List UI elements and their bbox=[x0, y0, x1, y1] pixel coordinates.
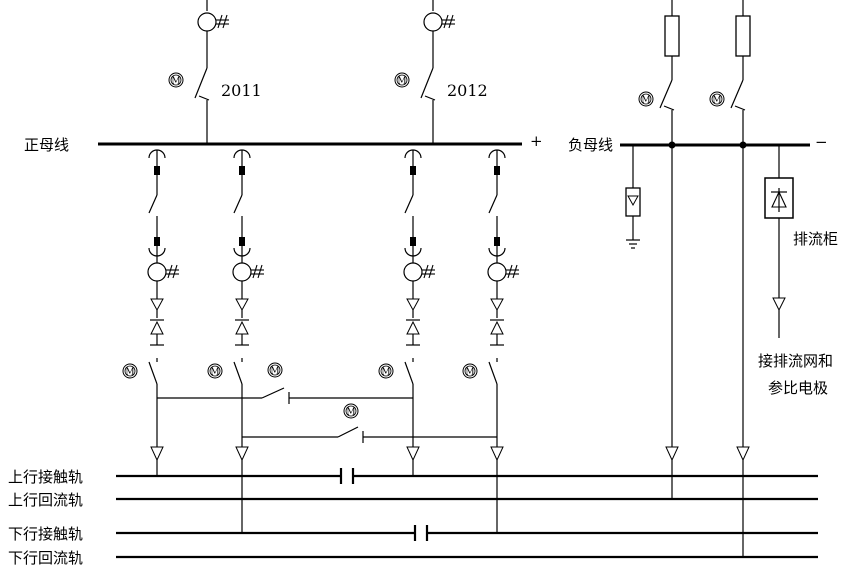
breaker-2011-label: 2011 bbox=[221, 81, 262, 100]
breaker-2012-label: 2012 bbox=[447, 81, 488, 100]
motor-icon bbox=[394, 72, 410, 88]
current-transformer-icon bbox=[232, 262, 265, 282]
motor-icon bbox=[378, 363, 394, 379]
incoming-2011: 2011 bbox=[168, 0, 262, 143]
motor-icon bbox=[462, 363, 478, 379]
motor-icon bbox=[168, 72, 184, 88]
up-contact-rail-label: 上行接触轨 bbox=[8, 468, 83, 486]
motor-icon bbox=[122, 363, 138, 379]
plus-sign: + bbox=[530, 132, 543, 150]
current-transformer-icon bbox=[147, 262, 180, 282]
surge-arrester bbox=[625, 145, 641, 249]
negative-incoming-1 bbox=[638, 0, 680, 144]
feeder-4 bbox=[462, 149, 520, 533]
feeder-1 bbox=[122, 149, 180, 476]
return-feeder-1 bbox=[665, 145, 679, 499]
negative-bus-label: 负母线 bbox=[568, 136, 613, 154]
drain-net-label-1: 接排流网和 bbox=[758, 352, 833, 370]
up-return-rail-label: 上行回流轨 bbox=[8, 491, 83, 509]
current-transformer-icon bbox=[423, 12, 456, 32]
motor-icon bbox=[267, 362, 283, 378]
current-transformer-icon bbox=[403, 262, 436, 282]
down-return-rail-label: 下行回流轨 bbox=[8, 549, 83, 567]
feeder-2 bbox=[207, 149, 265, 533]
motor-icon bbox=[638, 91, 654, 107]
down-contact-rail-label: 下行接触轨 bbox=[8, 525, 83, 543]
drain-cabinet-label: 排流柜 bbox=[793, 230, 838, 248]
motor-icon bbox=[343, 403, 359, 419]
bypass-switch-upper bbox=[157, 362, 413, 404]
incoming-2012: 2012 bbox=[394, 0, 488, 143]
motor-icon bbox=[207, 363, 223, 379]
current-transformer-icon bbox=[487, 262, 520, 282]
current-transformer-icon bbox=[197, 12, 230, 32]
negative-incoming-2 bbox=[709, 0, 751, 144]
minus-sign: − bbox=[815, 133, 828, 151]
bypass-switch-lower bbox=[242, 403, 497, 443]
positive-bus-label: 正母线 bbox=[24, 136, 69, 154]
feeder-3 bbox=[378, 149, 436, 476]
drain-net-label-2: 参比电极 bbox=[768, 379, 828, 397]
motor-icon bbox=[709, 91, 725, 107]
drainage-cabinet bbox=[764, 145, 794, 338]
return-feeder-2 bbox=[736, 145, 750, 558]
